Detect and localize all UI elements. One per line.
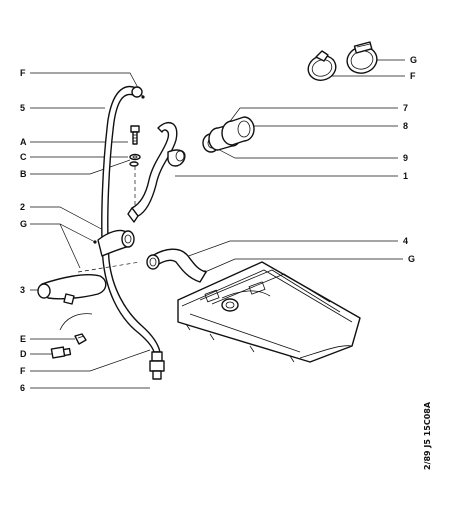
washer-B bbox=[129, 161, 139, 167]
label-8: 8 bbox=[403, 121, 408, 131]
label-3: 3 bbox=[20, 285, 25, 295]
hose-1 bbox=[127, 121, 186, 223]
engine-cover bbox=[177, 261, 361, 363]
label-G-top: G bbox=[410, 55, 417, 65]
hose-4 bbox=[146, 248, 207, 283]
washer-C bbox=[129, 153, 141, 161]
label-1: 1 bbox=[403, 171, 408, 181]
label-F-right: F bbox=[410, 71, 416, 81]
hose-3 bbox=[37, 261, 141, 331]
label-G-right: G bbox=[408, 254, 415, 264]
fitting-E bbox=[74, 333, 87, 345]
label-F-bottom: F bbox=[20, 366, 26, 376]
bleed-screw-6 bbox=[149, 351, 165, 380]
coupling-rings bbox=[202, 116, 255, 153]
label-5: 5 bbox=[20, 103, 25, 113]
hose-clamps bbox=[307, 41, 378, 81]
reference-code: 2/89 J5 15C08A bbox=[423, 401, 432, 470]
label-E: E bbox=[20, 334, 26, 344]
left-callouts: F 5 A C B 2 G 3 E D F 6 bbox=[20, 68, 151, 393]
label-4: 4 bbox=[403, 236, 408, 246]
bolt-A bbox=[130, 125, 140, 145]
label-6: 6 bbox=[20, 383, 25, 393]
label-C: C bbox=[20, 152, 27, 162]
label-9: 9 bbox=[403, 153, 408, 163]
label-2: 2 bbox=[20, 202, 25, 212]
label-D: D bbox=[20, 349, 27, 359]
label-G-left: G bbox=[20, 219, 27, 229]
right-callouts: G F 7 8 9 1 4 G bbox=[175, 55, 417, 274]
ring-7 bbox=[221, 116, 255, 146]
label-7: 7 bbox=[403, 103, 408, 113]
label-B: B bbox=[20, 169, 27, 179]
fitting-D bbox=[50, 346, 72, 359]
label-F-top: F bbox=[20, 68, 26, 78]
label-A: A bbox=[20, 137, 27, 147]
wire-clamp-F bbox=[307, 50, 337, 81]
band-clamp-G bbox=[346, 41, 378, 74]
hose-2 bbox=[97, 229, 135, 257]
